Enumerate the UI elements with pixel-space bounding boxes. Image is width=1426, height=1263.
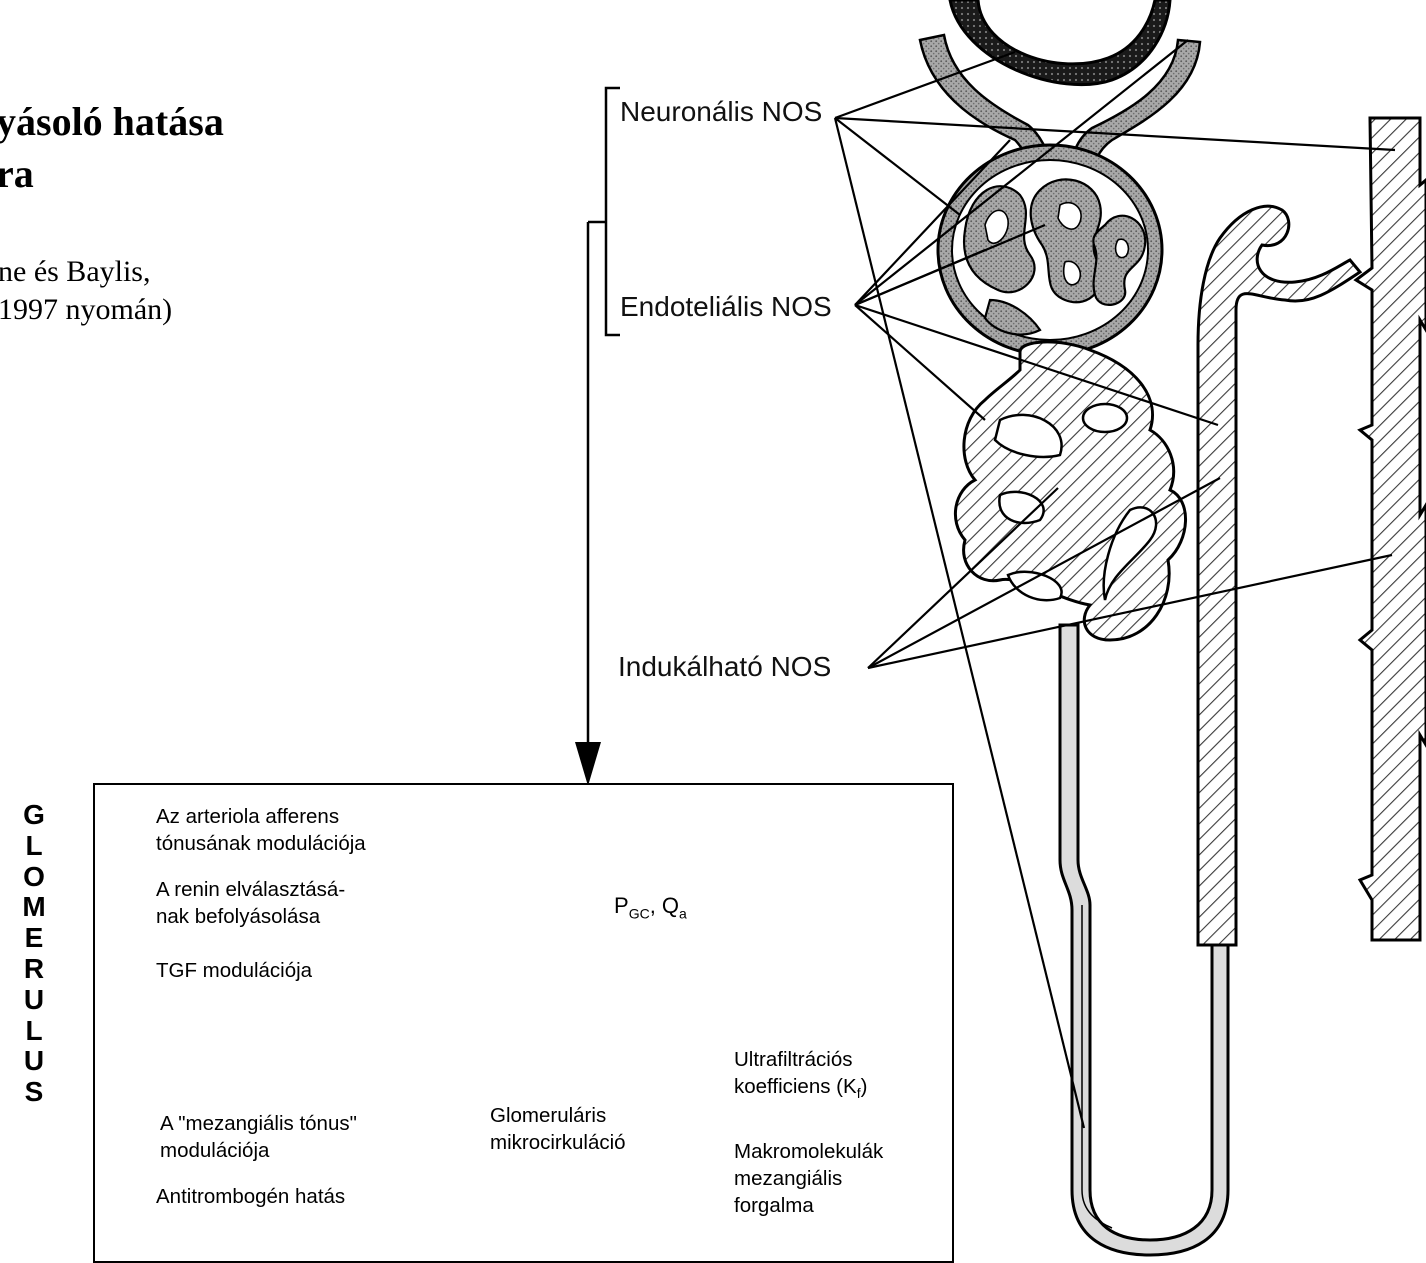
inducible-nos-label: Indukálható NOS: [618, 651, 831, 683]
afferent-tone-text: Az arteriola afferens tónusának moduláci…: [156, 803, 366, 857]
title-line-1: yásoló hatása: [0, 96, 224, 148]
vertical-letter: G: [14, 800, 54, 831]
ultrafiltration-coefficient-text: Ultrafiltrációs koefficiens (Kf): [734, 1046, 867, 1107]
neuronal-nos-label: Neuronális NOS: [620, 96, 822, 128]
vertical-letter: U: [14, 1046, 54, 1077]
mesangial-tone-text: A "mezangiális tónus" modulációja: [160, 1110, 357, 1164]
vertical-letter: L: [14, 1016, 54, 1047]
title-line-2: ra: [0, 148, 224, 200]
vertical-letter: E: [14, 923, 54, 954]
collecting-duct: [1356, 118, 1426, 940]
vertical-letter: U: [14, 985, 54, 1016]
endothelial-nos-label: Endoteliális NOS: [620, 291, 832, 323]
subtitle-line-2: 1997 nyomán): [0, 291, 172, 329]
vertical-letter: R: [14, 954, 54, 985]
renin-secretion-text: A renin elválasztásá- nak befolyásolása: [156, 876, 345, 930]
ascending-limb: [1198, 206, 1360, 945]
pgc-qa-text: PGC, Qa: [614, 892, 687, 927]
microcirculation-text: Glomeruláris mikrocirkuláció: [490, 1102, 626, 1156]
antithrombogenic-text: Antitrombogén hatás: [156, 1183, 345, 1210]
vertical-letter: O: [14, 862, 54, 893]
glomerulus-vertical-label: G L O M E R U L U S: [14, 800, 54, 1108]
bracket-arrowhead: [575, 742, 601, 786]
tgf-modulation-text: TGF modulációja: [156, 957, 312, 984]
proximal-tubule: [955, 342, 1185, 640]
vertical-letter: S: [14, 1077, 54, 1108]
vertical-letter: M: [14, 892, 54, 923]
vertical-letter: L: [14, 831, 54, 862]
top-vessel: [950, 0, 1170, 85]
subtitle-line-1: ne és Baylis,: [0, 253, 172, 291]
page-subtitle: ne és Baylis, 1997 nyomán): [0, 253, 172, 329]
macromolecules-text: Makromolekulák mezangiális forgalma: [734, 1138, 883, 1219]
nos-bracket: [588, 88, 620, 745]
page-title: yásoló hatása ra: [0, 96, 224, 200]
